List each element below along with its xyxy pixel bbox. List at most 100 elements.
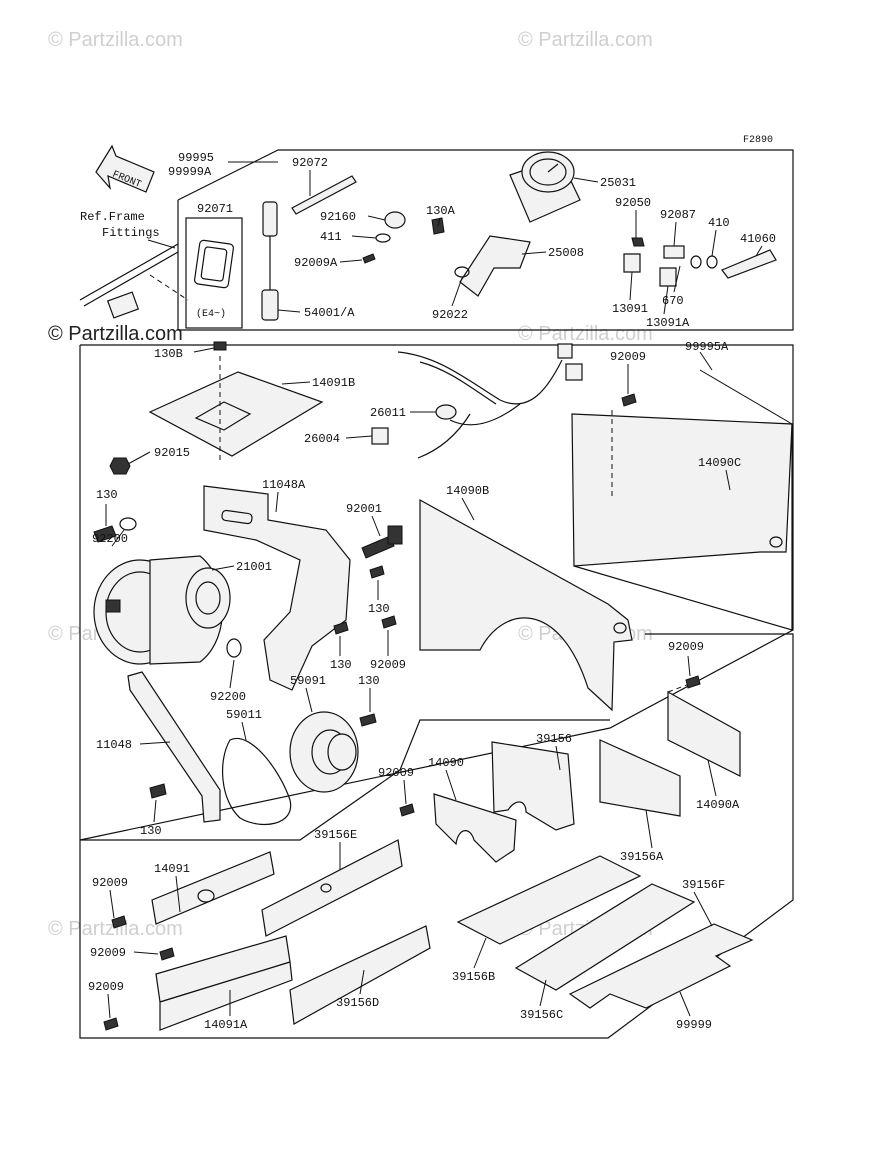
- label-11048A: 11048A: [262, 478, 306, 492]
- screw-92009c-icon: [685, 675, 701, 689]
- label-21001: 21001: [236, 560, 272, 574]
- plate-14091b-icon: [148, 371, 324, 457]
- bolt-130-icon: [93, 525, 117, 543]
- pulley-icon: [289, 711, 359, 793]
- label-99999: 99999: [676, 1018, 712, 1032]
- label-92022: 92022: [432, 308, 468, 322]
- label-92072: 92072: [292, 156, 328, 170]
- figure-code: F2890: [743, 135, 773, 146]
- bracket-13091a-icon: [659, 267, 677, 287]
- label-130-e: 130: [140, 824, 162, 838]
- gear-41060-icon: [721, 249, 777, 279]
- nut-92050-icon: [631, 237, 645, 247]
- insulator-39156e-icon: [261, 839, 403, 937]
- label-59091: 59091: [290, 674, 326, 688]
- screw-92009-icon: [381, 615, 397, 629]
- label-92009-d: 92009: [378, 766, 414, 780]
- frame-meter-kit: [177, 149, 794, 331]
- heat-shield-14090c-icon: [571, 413, 793, 567]
- label-92009-e: 92009: [92, 876, 128, 890]
- label-92009-f: 92009: [90, 946, 126, 960]
- heat-shield-14090a-icon: [667, 690, 741, 777]
- label-99999A: 99999A: [168, 165, 212, 179]
- v-belt-icon: [221, 737, 292, 825]
- label-26011: 26011: [370, 406, 406, 420]
- label-130A: 130A: [426, 204, 456, 218]
- label-39156C: 39156C: [520, 1008, 563, 1022]
- label-41060: 41060: [740, 232, 776, 246]
- fitting-92087-icon: [663, 245, 685, 259]
- heat-guard-14091-icon: [151, 851, 275, 925]
- alternator-bracket-11048a-icon: [203, 485, 351, 691]
- screw-92009a-icon: [621, 393, 637, 407]
- label-92015: 92015: [154, 446, 190, 460]
- bolt-130c-icon: [369, 565, 385, 579]
- screw-92009e-icon: [111, 915, 127, 929]
- label-130-a: 130: [96, 488, 118, 502]
- label-92050: 92050: [615, 196, 651, 210]
- label-92009-c: 92009: [668, 640, 704, 654]
- label-25031: 25031: [600, 176, 636, 190]
- label-130-b: 130: [368, 602, 390, 616]
- insulator-39156-icon: [491, 741, 575, 831]
- watermark-top-right: © Partzilla.com: [518, 29, 653, 51]
- label-39156D: 39156D: [336, 996, 379, 1010]
- label-92009-a: 92009: [610, 350, 646, 364]
- washer-410-icon: [706, 255, 718, 269]
- leaders-meter-kit: [228, 161, 763, 315]
- label-39156B: 39156B: [452, 970, 495, 984]
- nut-92015-icon: [109, 457, 131, 475]
- meter-bracket-icon: [459, 235, 531, 297]
- grommet-92022-icon: [454, 266, 470, 278]
- screw-92009d-icon: [399, 803, 415, 817]
- tachometer-icon: [509, 151, 581, 223]
- bolt-130d-icon: [333, 621, 349, 635]
- label-130-d: 130: [358, 674, 380, 688]
- bolt-130f-icon: [149, 783, 167, 799]
- variant-note: (E4~): [196, 308, 226, 320]
- label-130B: 130B: [154, 347, 183, 361]
- insulator-39156a-icon: [599, 739, 681, 817]
- watermark-bottom-left: © Partzilla.com: [48, 918, 183, 940]
- label-54001A: 54001/A: [304, 306, 355, 320]
- label-411: 411: [320, 230, 342, 244]
- screw-92009g-icon: [103, 1017, 119, 1031]
- watermark-mid-right: © Partzilla.com: [518, 323, 653, 345]
- bracket-13091-icon: [623, 253, 641, 273]
- label-39156A: 39156A: [620, 850, 664, 864]
- washer-92200b-icon: [226, 638, 242, 658]
- label-410: 410: [708, 216, 730, 230]
- heat-shield-14090b-icon: [419, 498, 633, 712]
- label-39156E: 39156E: [314, 828, 357, 842]
- band-icon: [291, 175, 357, 215]
- label-670: 670: [662, 294, 684, 308]
- watermark-top-left: © Partzilla.com: [48, 29, 183, 51]
- watermark-left-dark: © Partzilla.com: [48, 323, 183, 345]
- label-92087: 92087: [660, 208, 696, 222]
- label-14091: 14091: [154, 862, 190, 876]
- label-13091: 13091: [612, 302, 648, 316]
- label-130-c: 130: [330, 658, 352, 672]
- insulator-39156d-icon: [289, 925, 431, 1025]
- wire-harness-icon: [371, 343, 583, 459]
- leaders-alternator-kit: [105, 347, 793, 823]
- label-13091A: 13091A: [646, 316, 690, 330]
- label-14090: 14090: [428, 756, 464, 770]
- insulator-39156f-icon: [568, 923, 754, 1009]
- ref-note-line1: Ref.Frame: [80, 210, 145, 224]
- label-39156: 39156: [536, 732, 572, 746]
- label-25008: 25008: [548, 246, 584, 260]
- label-14090B: 14090B: [446, 484, 489, 498]
- screw-92009f-icon: [159, 947, 175, 961]
- label-92071: 92071: [197, 202, 233, 216]
- label-11048: 11048: [96, 738, 132, 752]
- label-39156F: 39156F: [682, 878, 725, 892]
- label-14090A: 14090A: [696, 798, 740, 812]
- insulator-39156c-icon: [514, 883, 696, 991]
- label-92200-a: 92200: [92, 532, 128, 546]
- label-99995: 99995: [178, 151, 214, 165]
- front-arrow-icon: FRONT: [95, 144, 155, 193]
- ref-note-line2: Fittings: [102, 226, 160, 240]
- label-92009A: 92009A: [294, 256, 338, 270]
